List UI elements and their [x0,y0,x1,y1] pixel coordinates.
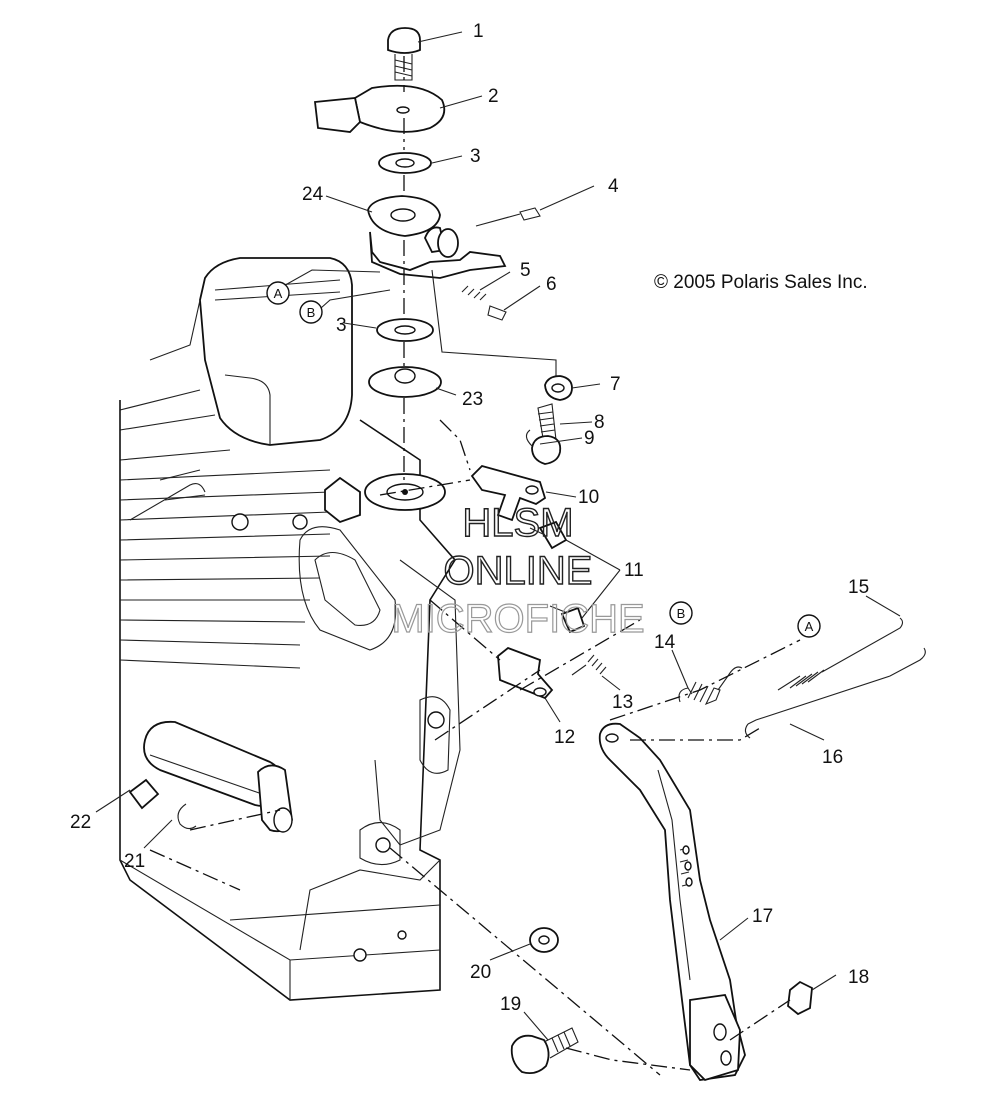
callout-20: 20 [470,962,491,983]
ref-letter-a-1: A [274,286,283,301]
callout-4: 4 [608,176,619,197]
leader-lines [95,31,901,1041]
copyright-notice: © 2005 Polaris Sales Inc. [654,272,868,293]
watermark: HLSM ONLINE MICROFICHE [391,500,646,641]
callout-5: 5 [520,260,531,281]
callout-9: 9 [584,428,595,449]
ref-letter-a-2: A [805,619,814,634]
callout-8: 8 [594,412,605,433]
callout-14: 14 [654,632,676,653]
ref-circle-b-2 [669,601,693,625]
callout-7: 7 [610,374,621,395]
callout-21: 21 [124,851,145,872]
callout-3-lower: 3 [336,315,347,336]
callout-12: 12 [554,727,575,748]
callout-13: 13 [612,692,633,713]
ref-letter-b-2: B [677,606,686,621]
ref-markers: A B B A [266,281,821,638]
callout-24: 24 [302,184,324,205]
callout-2: 2 [488,86,499,107]
watermark-line-2: ONLINE [444,549,593,593]
callout-15: 15 [848,577,869,598]
ref-circle-a-2 [797,614,821,638]
watermark-line-3: MICROFICHE [391,597,644,641]
ref-circle-b-1 [299,300,323,324]
callout-numbers: 1 2 3 4 5 6 3 7 8 9 10 11 12 13 14 15 16… [70,21,869,1015]
construction-lines [149,419,801,1076]
callout-3-upper: 3 [470,146,481,167]
callout-22: 22 [70,812,91,833]
pedal-parts [128,617,926,1082]
ref-letter-b-1: B [307,305,316,320]
watermark-line-1: HLSM [462,501,573,545]
callout-16: 16 [822,747,843,768]
top-stack [279,27,557,511]
callout-17: 17 [752,906,773,927]
callout-1: 1 [473,21,484,42]
right-upper-parts [470,375,607,700]
callout-18: 18 [848,967,869,988]
callout-23: 23 [462,389,483,410]
callout-19: 19 [500,994,521,1015]
callout-11: 11 [624,560,644,581]
callout-6: 6 [546,274,557,295]
callout-10: 10 [578,487,599,508]
ref-circle-a-1 [266,281,290,305]
